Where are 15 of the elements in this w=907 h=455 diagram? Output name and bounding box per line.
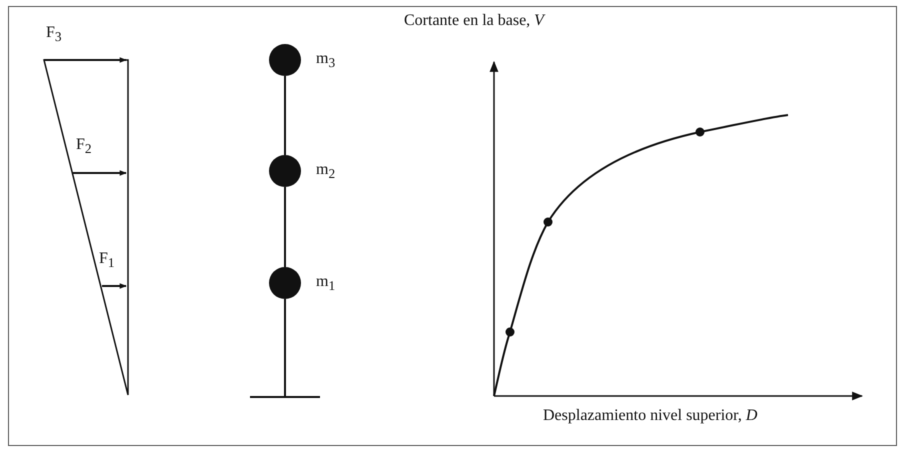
force-label: F$_{1}$ (99, 250, 115, 272)
base-line (250, 396, 320, 398)
force-label: F$_{3}$ (46, 24, 62, 46)
mass-label: m$_{3}$ (316, 50, 336, 72)
mass-circle (269, 155, 301, 187)
column-line (284, 187, 286, 267)
column-line (284, 299, 286, 396)
axis-title: Cortante en la base, V (404, 12, 544, 30)
mass-label: m$_{1}$ (316, 273, 336, 294)
mass-circle (269, 44, 301, 76)
mass-circle (269, 267, 301, 299)
column-line (284, 76, 286, 155)
force-label: F$_{2}$ (76, 136, 92, 158)
mass-label: m$_{2}$ (316, 161, 336, 182)
axis-title: Desplazamiento nivel superior, D (543, 407, 758, 425)
